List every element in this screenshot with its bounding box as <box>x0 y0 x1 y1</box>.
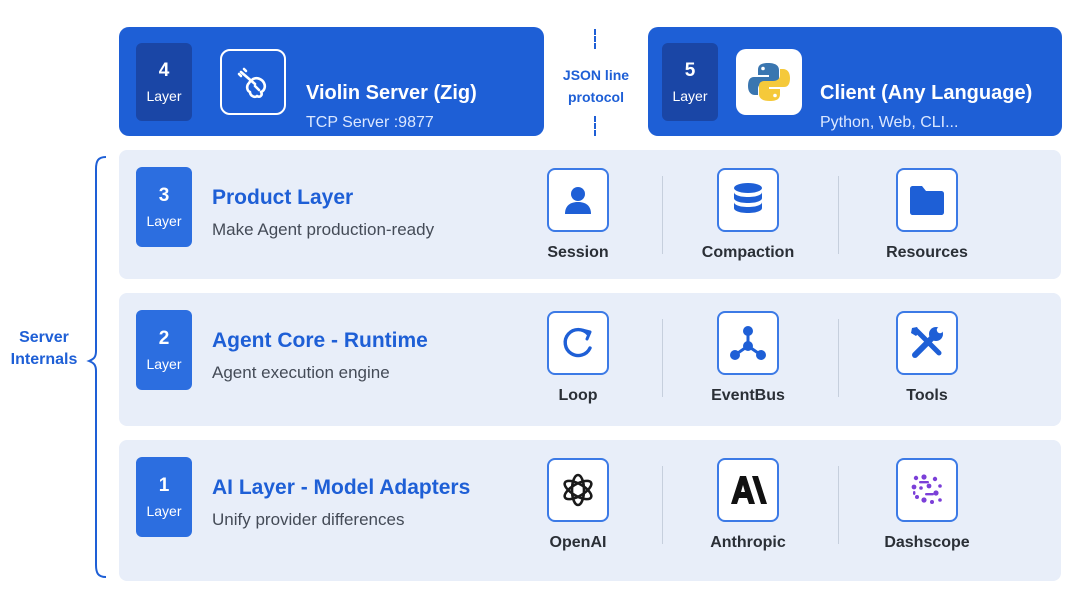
component-loop: Loop <box>513 311 643 405</box>
layer-label: Layer <box>146 87 182 104</box>
component-label: Session <box>547 244 609 261</box>
component-tools: Tools <box>862 311 992 405</box>
divider <box>838 319 839 397</box>
protocol-connector-top <box>594 29 596 49</box>
client-title: Client (Any Language) <box>820 82 1033 104</box>
server-internals-line2: Internals <box>10 351 78 368</box>
divider <box>662 176 663 254</box>
layer-number: 1 <box>158 474 170 496</box>
layer-label: Layer <box>146 502 182 519</box>
component-compaction: Compaction <box>683 168 813 262</box>
component-label: Loop <box>558 387 598 404</box>
folder-icon <box>896 168 958 232</box>
layer-row-3: 3 Layer Product Layer Make Agent product… <box>119 150 1061 279</box>
layer-subtitle: Unify provider differences <box>212 510 405 529</box>
component-resources: Resources <box>862 168 992 262</box>
layer-title: Product Layer <box>212 186 354 209</box>
component-label: EventBus <box>711 387 785 404</box>
layer-badge-2: 2 Layer <box>136 310 192 390</box>
python-logo-icon <box>736 49 802 115</box>
server-card: 4 Layer Violin Server (Zig) TCP Server :… <box>119 27 544 136</box>
component-label: Resources <box>886 244 968 261</box>
layer-title: AI Layer - Model Adapters <box>212 476 471 499</box>
divider <box>838 466 839 544</box>
layer-number: 4 <box>158 59 170 81</box>
server-internals-brace <box>86 156 107 578</box>
layer-number: 3 <box>158 184 170 206</box>
divider <box>662 466 663 544</box>
layer-label: Layer <box>146 212 182 229</box>
layer-badge-5: 5 Layer <box>662 43 718 121</box>
layer-number: 2 <box>158 327 170 349</box>
server-title: Violin Server (Zig) <box>306 82 477 104</box>
component-dashscope: Dashscope <box>862 458 992 552</box>
protocol-label-line1: JSON line <box>562 67 630 83</box>
divider <box>838 176 839 254</box>
component-anthropic: Anthropic <box>683 458 813 552</box>
component-label: Dashscope <box>884 534 970 551</box>
component-session: Session <box>513 168 643 262</box>
database-icon <box>717 168 779 232</box>
dashscope-logo-icon <box>896 458 958 522</box>
component-label: Anthropic <box>710 534 786 551</box>
layer-number: 5 <box>684 59 696 81</box>
protocol-label: JSON line protocol <box>548 64 644 108</box>
layer-label: Layer <box>672 87 708 104</box>
user-icon <box>547 168 609 232</box>
component-label: OpenAI <box>549 534 607 551</box>
layer-badge-3: 3 Layer <box>136 167 192 247</box>
layer-label: Layer <box>146 355 182 372</box>
layer-row-2: 2 Layer Agent Core - Runtime Agent execu… <box>119 293 1061 426</box>
openai-logo-icon <box>547 458 609 522</box>
client-subtitle: Python, Web, CLI... <box>820 114 959 131</box>
divider <box>662 319 663 397</box>
network-nodes-icon <box>717 311 779 375</box>
server-subtitle: TCP Server :9877 <box>306 114 434 131</box>
server-internals-label: Server Internals <box>2 327 86 371</box>
protocol-label-line2: protocol <box>568 89 624 105</box>
component-label: Tools <box>906 387 948 404</box>
layer-title: Agent Core - Runtime <box>212 329 428 352</box>
layer-subtitle: Agent execution engine <box>212 363 390 382</box>
tools-icon <box>896 311 958 375</box>
layer-subtitle: Make Agent production-ready <box>212 220 435 239</box>
violin-icon <box>220 49 286 115</box>
protocol-connector-bottom <box>594 116 596 136</box>
loop-arrow-icon <box>547 311 609 375</box>
component-label: Compaction <box>701 244 795 261</box>
client-card: 5 Layer Client (Any Language) Python, We… <box>648 27 1062 136</box>
component-eventbus: EventBus <box>683 311 813 405</box>
component-openai: OpenAI <box>513 458 643 552</box>
layer-badge-1: 1 Layer <box>136 457 192 537</box>
server-internals-line1: Server <box>19 329 69 346</box>
anthropic-logo-icon <box>717 458 779 522</box>
layer-badge-4: 4 Layer <box>136 43 192 121</box>
layer-row-1: 1 Layer AI Layer - Model Adapters Unify … <box>119 440 1061 581</box>
